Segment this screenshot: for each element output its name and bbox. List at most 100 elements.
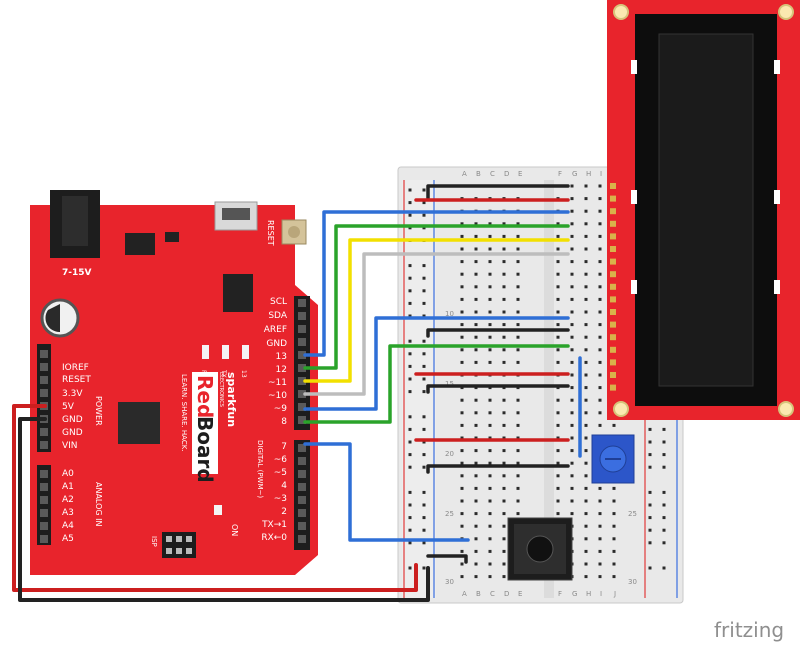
rail-hole (408, 566, 412, 570)
breadboard-hole (502, 549, 506, 553)
breadboard-hole (516, 398, 520, 402)
breadboard-hole (474, 360, 478, 364)
breadboard-hole (474, 549, 478, 553)
lcd-pin (610, 208, 616, 215)
breadboard-hole (612, 423, 616, 427)
push-button-cap[interactable] (526, 535, 554, 563)
breadboard-hole (474, 222, 478, 226)
model-badge (192, 372, 218, 474)
breadboard-hole (488, 335, 492, 339)
reset-button-cap[interactable] (288, 226, 300, 238)
lcd-mount-hole-bl (613, 401, 629, 417)
breadboard-hole (474, 310, 478, 314)
column-letters-bottom: A B C D E F G H I J (462, 590, 616, 598)
rail-hole (648, 440, 652, 444)
rail-hole (422, 213, 426, 217)
pin-label-gnd: GND (62, 415, 83, 425)
rail-hole (648, 566, 652, 570)
breadboard-hole (488, 549, 492, 553)
breadboard-hole (598, 360, 602, 364)
breadboard-hole (460, 297, 464, 301)
breadboard-hole (474, 461, 478, 465)
jumper-gnd-2 (426, 384, 570, 394)
breadboard-hole (598, 411, 602, 415)
header-pin (298, 325, 306, 333)
pin-label-5: ~5 (274, 468, 287, 478)
rail-hole (422, 364, 426, 368)
pin-label-sda: SDA (268, 311, 287, 321)
breadboard-hole (584, 323, 588, 327)
breadboard-hole (584, 310, 588, 314)
breadboard-hole (502, 499, 506, 503)
header-pin (40, 483, 48, 491)
header-pin (298, 364, 306, 372)
lcd-tab (774, 190, 780, 204)
header-pin (40, 470, 48, 478)
breadboard-hole (488, 323, 492, 327)
breadboard-hole (612, 524, 616, 528)
breadboard-hole (556, 512, 560, 516)
isp-header (162, 532, 196, 558)
rail-hole (648, 528, 652, 532)
rail-hole (408, 503, 412, 507)
breadboard-hole (584, 373, 588, 377)
pin-label-0: RX←0 (261, 533, 287, 543)
reset-label: RESET (266, 220, 275, 246)
led-rx (202, 345, 209, 359)
row-number-10: 10 (445, 310, 454, 318)
lcd-mount-hole-tl (613, 4, 629, 20)
breadboard-hole (584, 449, 588, 453)
breadboard-hole (598, 197, 602, 201)
breadboard-hole (598, 575, 602, 579)
breadboard-hole (570, 272, 574, 276)
breadboard-hole (460, 222, 464, 226)
rail-hole (408, 390, 412, 394)
row-number-25-right: 25 (628, 510, 637, 518)
breadboard-hole (612, 499, 616, 503)
pin-label-3v3: 3.3V (62, 389, 83, 399)
breadboard-hole (570, 486, 574, 490)
col-letter-c-bottom: C (490, 590, 495, 598)
rail-hole (408, 289, 412, 293)
rail-hole (408, 201, 412, 205)
breadboard-hole (516, 360, 520, 364)
breadboard-hole (570, 260, 574, 264)
lcd-pin (610, 384, 616, 391)
rail-hole (422, 289, 426, 293)
row-number-20: 20 (445, 450, 454, 458)
lcd-pin (610, 195, 616, 202)
rail-hole (662, 516, 666, 520)
breadboard-hole (556, 260, 560, 264)
breadboard-hole (570, 499, 574, 503)
breadboard-hole (460, 310, 464, 314)
lcd-pin (610, 258, 616, 265)
breadboard-hole (570, 449, 574, 453)
push-button[interactable] (507, 517, 573, 581)
breadboard-hole (516, 222, 520, 226)
breadboard-hole (488, 461, 492, 465)
breadboard-hole (502, 285, 506, 289)
breadboard-hole (516, 285, 520, 289)
rail-hole (422, 377, 426, 381)
rail-hole (648, 465, 652, 469)
jumper-button-gnd (426, 554, 468, 564)
breadboard-hole (460, 436, 464, 440)
breadboard-hole (570, 474, 574, 478)
model-board-label: Board (193, 416, 217, 483)
breadboard-hole (556, 449, 560, 453)
led-on (214, 505, 222, 515)
breadboard-hole (502, 222, 506, 226)
breadboard-hole (488, 537, 492, 541)
breadboard-hole (612, 575, 616, 579)
lcd-pin (610, 309, 616, 315)
col-letter-h: H (586, 170, 591, 178)
breadboard-hole (570, 197, 574, 201)
breadboard-hole (502, 323, 506, 327)
breadboard-hole (598, 272, 602, 276)
breadboard-hole (570, 247, 574, 251)
pin-label-a1: A1 (62, 482, 74, 492)
rail-hole (408, 427, 412, 431)
breadboard-hole (556, 411, 560, 415)
potentiometer[interactable] (591, 434, 635, 484)
breadboard-hole (474, 398, 478, 402)
